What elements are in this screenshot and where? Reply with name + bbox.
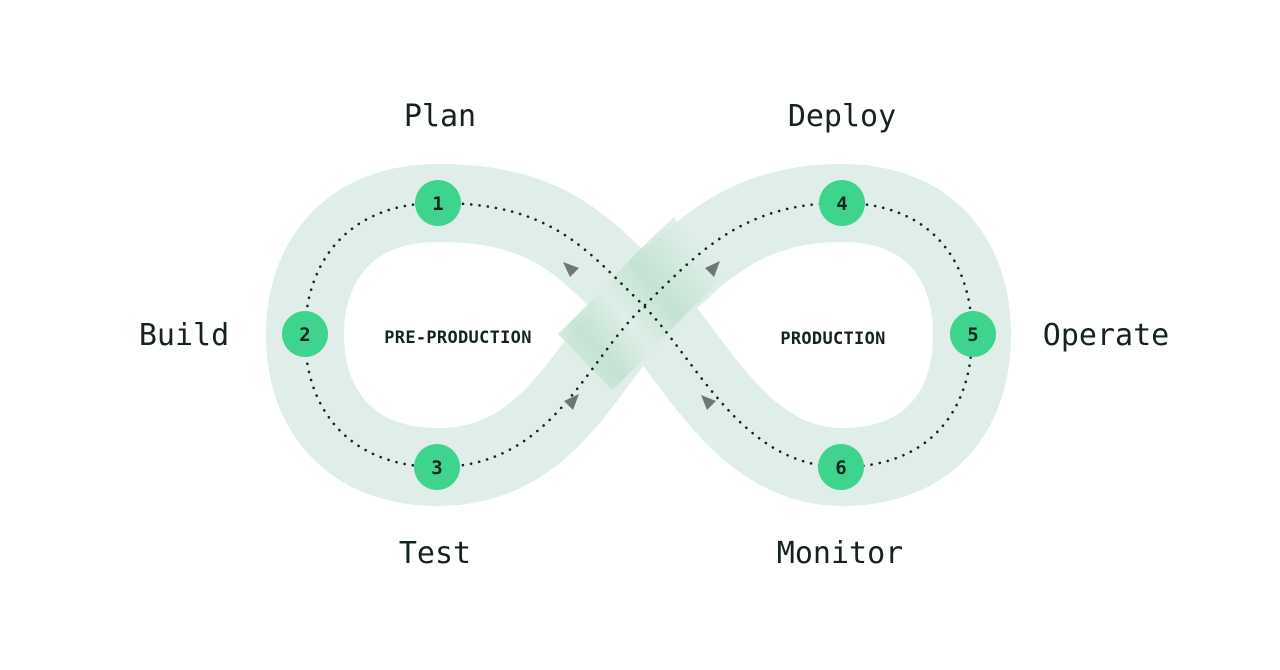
stage-3-number: 3 bbox=[431, 457, 442, 479]
stage-4-number: 4 bbox=[836, 193, 847, 215]
pre-production-label: PRE-PRODUCTION bbox=[384, 328, 532, 348]
stage-1-number: 1 bbox=[432, 193, 443, 215]
arrow-up-left-icon bbox=[563, 262, 579, 277]
stage-2-node[interactable] bbox=[282, 311, 328, 357]
stage-4-label: Deploy bbox=[788, 99, 896, 134]
stage-1-label: Plan bbox=[404, 99, 476, 134]
stage-6-label: Monitor bbox=[777, 536, 903, 571]
band-crossing-shade bbox=[557, 217, 727, 391]
stage-3-label: Test bbox=[399, 536, 471, 571]
stage-3-node[interactable] bbox=[414, 444, 460, 490]
flow-path-3-to-4 bbox=[436, 201, 844, 469]
arrow-up-right-icon bbox=[705, 261, 720, 277]
production-label: PRODUCTION bbox=[780, 329, 885, 349]
flow-path-4-5-6 bbox=[840, 201, 974, 469]
arrow-up-right-icon bbox=[564, 394, 579, 410]
stage-5-label: Operate bbox=[1043, 318, 1169, 353]
stage-5-number: 5 bbox=[967, 324, 978, 346]
stage-1-node[interactable] bbox=[415, 180, 461, 226]
flow-path-1-to-6 bbox=[436, 201, 844, 469]
arrow-down-right-icon bbox=[701, 395, 716, 410]
stage-4-node[interactable] bbox=[819, 180, 865, 226]
stage-6-node[interactable] bbox=[818, 444, 864, 490]
stage-6-number: 6 bbox=[835, 457, 846, 479]
stage-5-node[interactable] bbox=[950, 311, 996, 357]
stage-2-label: Build bbox=[139, 318, 229, 353]
stage-2-number: 2 bbox=[299, 324, 310, 346]
